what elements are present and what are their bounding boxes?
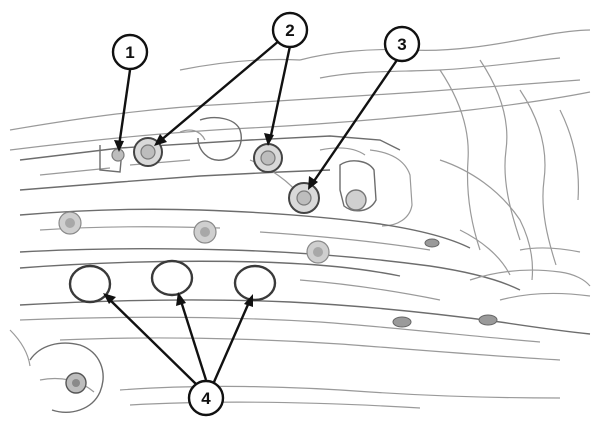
callout-2: 2: [271, 11, 309, 49]
callout-4-ports: [68, 259, 277, 304]
callout-2-label: 2: [285, 21, 294, 40]
callout-4-label: 4: [201, 389, 211, 408]
leader-lines: [103, 39, 398, 386]
engine-line-art: [9, 29, 591, 413]
callout-3: 3: [383, 25, 421, 63]
callout-4: 4: [187, 379, 225, 417]
callout-1-label: 1: [125, 43, 134, 62]
tube-stud-marks: [58, 211, 330, 264]
callout-1: 1: [111, 33, 149, 71]
callout-3-label: 3: [397, 35, 406, 54]
callout-3-nut: [288, 182, 367, 214]
callout-1-stud: [111, 148, 125, 162]
